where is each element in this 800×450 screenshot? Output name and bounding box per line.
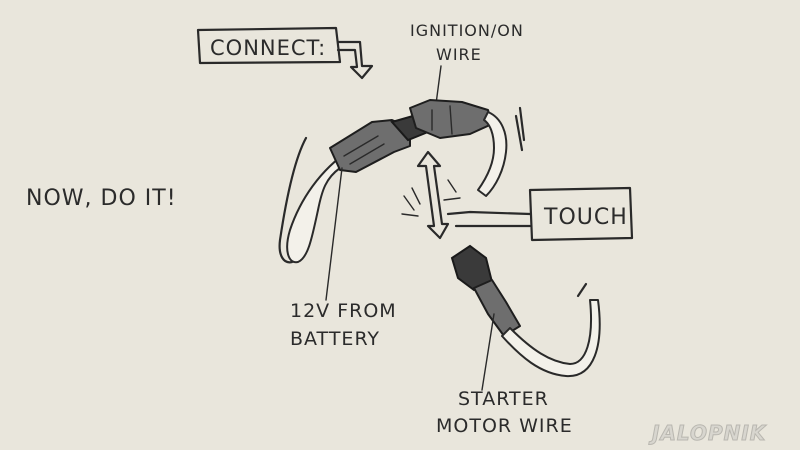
ignition-label-line1: IGNITION/ON (410, 21, 524, 40)
touch-callout: TOUCH (446, 186, 634, 242)
battery-label-group: 12V FROM BATTERY (290, 300, 397, 350)
battery-connector-boot (329, 119, 411, 173)
touch-label: TOUCH (543, 205, 628, 230)
starter-connector-boot (473, 279, 521, 337)
starter-label-line1: STARTER (458, 388, 549, 410)
ignition-boot-ridges (431, 105, 453, 135)
battery-wire (278, 112, 430, 301)
connect-callout: CONNECT: (196, 26, 374, 80)
starter-label-group: STARTER MOTOR WIRE (436, 388, 573, 437)
now-do-it-label: NOW, DO IT! (26, 186, 177, 211)
connect-box (196, 26, 342, 65)
touch-pointer (446, 210, 532, 228)
ignition-label-group: IGNITION/ON WIRE (410, 21, 524, 105)
battery-boot-ridges (343, 135, 385, 165)
touch-arrow-group (401, 150, 461, 240)
starter-pointer (481, 313, 495, 391)
spark-marks (401, 179, 461, 217)
jalopnik-watermark: JALOPNIK (648, 421, 767, 445)
connect-arrow (336, 40, 374, 80)
battery-label-line1: 12V FROM (290, 300, 397, 322)
touch-double-arrow (416, 150, 450, 240)
starter-label-line2: MOTOR WIRE (436, 415, 573, 437)
starter-wire (450, 244, 601, 391)
battery-wire-tail (278, 136, 308, 264)
battery-label-line2: BATTERY (290, 328, 380, 350)
starter-wire-end (576, 282, 588, 298)
starter-wire-body (501, 299, 601, 378)
ignition-wire (409, 99, 526, 197)
battery-pointer (325, 167, 343, 301)
ignition-wire-end (514, 106, 526, 152)
touch-box (528, 186, 634, 242)
ignition-wire-body (477, 111, 508, 197)
battery-wire-loop (286, 149, 351, 264)
ignition-pointer (435, 65, 442, 105)
connect-label: CONNECT: (210, 36, 326, 60)
ignition-label-line2: WIRE (436, 45, 482, 64)
